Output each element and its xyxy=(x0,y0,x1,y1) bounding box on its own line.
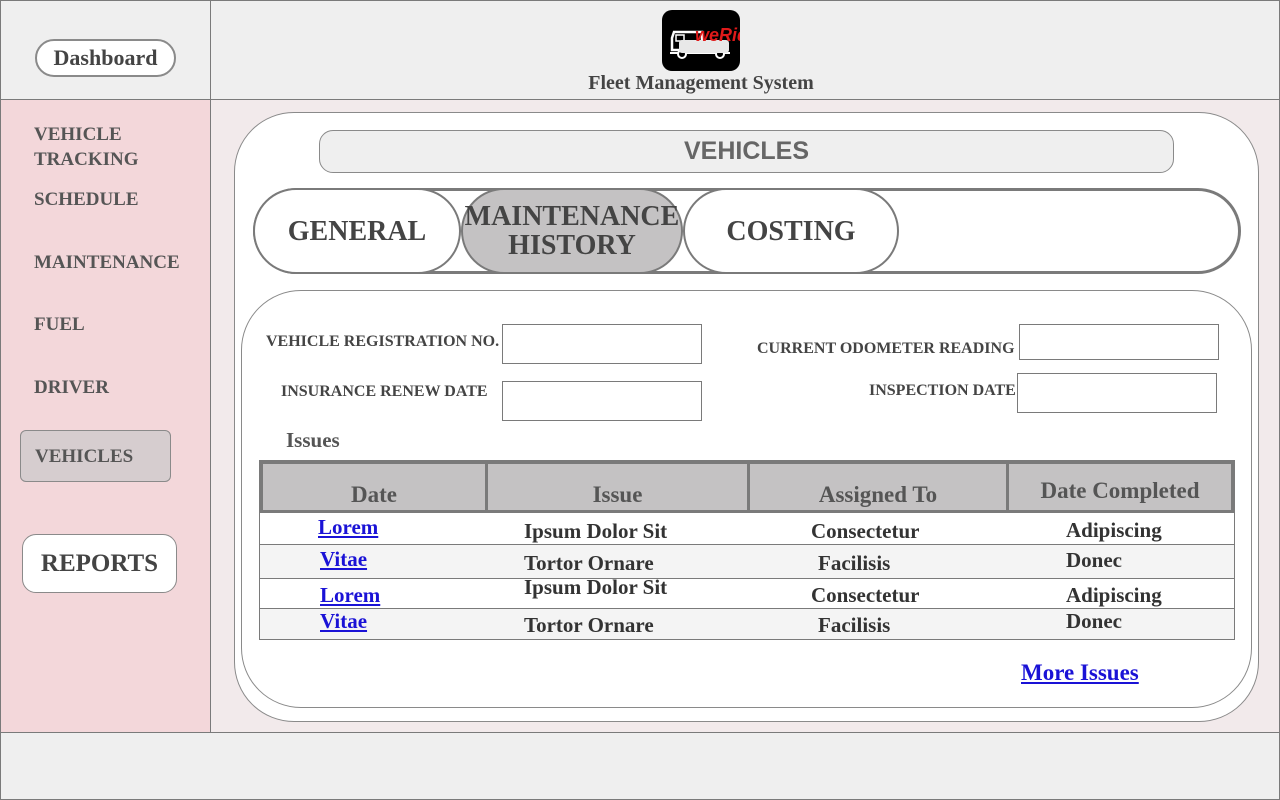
sidebar: VEHICLE TRACKING SCHEDULE MAINTENANCE FU… xyxy=(0,99,211,733)
date-link[interactable]: Vitae xyxy=(320,547,368,571)
maintenance-panel: VEHICLE REGISTRATION NO. CURRENT ODOMETE… xyxy=(241,290,1252,708)
registration-input[interactable] xyxy=(502,324,702,364)
footer xyxy=(0,732,1280,800)
table-row: Vitae Tortor Ornare Facilisis Donec xyxy=(260,609,1234,639)
tab-bar: GENERAL MAINTENANCE HISTORY COSTING xyxy=(253,188,1241,274)
issue-cell: Tortor Ornare xyxy=(524,551,654,575)
app-title: Fleet Management System xyxy=(588,72,814,94)
header: weRide Fleet Management System xyxy=(210,0,1280,100)
column-header-assigned-to: Assigned To xyxy=(750,464,1009,510)
odometer-label: CURRENT ODOMETER READING xyxy=(757,340,1015,357)
sidebar-item-driver[interactable]: DRIVER xyxy=(34,377,109,398)
main-content: VEHICLES GENERAL MAINTENANCE HISTORY COS… xyxy=(210,99,1280,733)
issue-cell: Tortor Ornare xyxy=(524,613,654,637)
section-title: VEHICLES xyxy=(319,130,1174,173)
tab-general[interactable]: GENERAL xyxy=(253,188,461,274)
sidebar-item-schedule[interactable]: SCHEDULE xyxy=(34,189,139,210)
assigned-to-cell: Facilisis xyxy=(818,613,891,637)
sidebar-item-maintenance[interactable]: MAINTENANCE xyxy=(34,252,180,273)
table-row: Lorem Ipsum Dolor Sit Consectetur Adipis… xyxy=(260,575,1234,609)
date-completed-cell: Adipiscing xyxy=(1066,518,1162,542)
sidebar-item-label: VEHICLES xyxy=(35,446,134,467)
van-icon xyxy=(670,30,730,59)
date-completed-cell: Donec xyxy=(1066,548,1122,572)
issue-cell: Ipsum Dolor Sit xyxy=(524,575,668,599)
logo-text: weRide xyxy=(695,25,740,45)
sidebar-item-fuel[interactable]: FUEL xyxy=(34,314,85,335)
reports-button[interactable]: REPORTS xyxy=(22,534,177,593)
inspection-date-input[interactable] xyxy=(1017,373,1217,413)
tab-costing[interactable]: COSTING xyxy=(683,188,899,274)
sidebar-item-vehicles[interactable]: VEHICLES xyxy=(20,430,171,482)
dashboard-button[interactable]: Dashboard xyxy=(35,39,176,77)
vehicles-card: VEHICLES GENERAL MAINTENANCE HISTORY COS… xyxy=(234,112,1259,722)
column-header-issue: Issue xyxy=(488,464,750,510)
date-link[interactable]: Lorem xyxy=(320,583,381,607)
odometer-input[interactable] xyxy=(1019,324,1219,360)
assigned-to-cell: Facilisis xyxy=(818,551,891,575)
table-row: Lorem Ipsum Dolor Sit Consectetur Adipis… xyxy=(260,513,1234,545)
issue-cell: Ipsum Dolor Sit xyxy=(524,519,668,543)
date-completed-cell: Donec xyxy=(1066,609,1122,633)
column-header-date-completed: Date Completed xyxy=(1040,478,1200,503)
date-link[interactable]: Lorem xyxy=(318,515,379,539)
date-link[interactable]: Vitae xyxy=(320,609,368,633)
issues-label: Issues xyxy=(286,428,340,452)
registration-label: VEHICLE REGISTRATION NO. xyxy=(266,333,500,350)
more-issues-link[interactable]: More Issues xyxy=(1021,660,1139,685)
assigned-to-cell: Consectetur xyxy=(811,519,920,543)
inspection-date-label: INSPECTION DATE xyxy=(869,382,1016,399)
table-row: Vitae Tortor Ornare Facilisis Donec xyxy=(260,545,1234,579)
insurance-renew-input[interactable] xyxy=(502,381,702,421)
tab-maintenance-history[interactable]: MAINTENANCE HISTORY xyxy=(461,188,683,274)
weride-logo: weRide xyxy=(662,10,740,71)
issues-table: Date Issue Assigned To Date Completed Lo… xyxy=(259,460,1235,640)
top-left-panel: Dashboard xyxy=(0,0,211,100)
assigned-to-cell: Consectetur xyxy=(811,583,920,607)
date-completed-cell: Adipiscing xyxy=(1066,583,1162,607)
insurance-renew-label: INSURANCE RENEW DATE xyxy=(281,383,488,400)
column-header-date: Date xyxy=(263,464,488,510)
table-header: Date Issue Assigned To Date Completed xyxy=(260,461,1234,513)
sidebar-item-vehicle-tracking[interactable]: VEHICLE TRACKING xyxy=(34,124,139,170)
